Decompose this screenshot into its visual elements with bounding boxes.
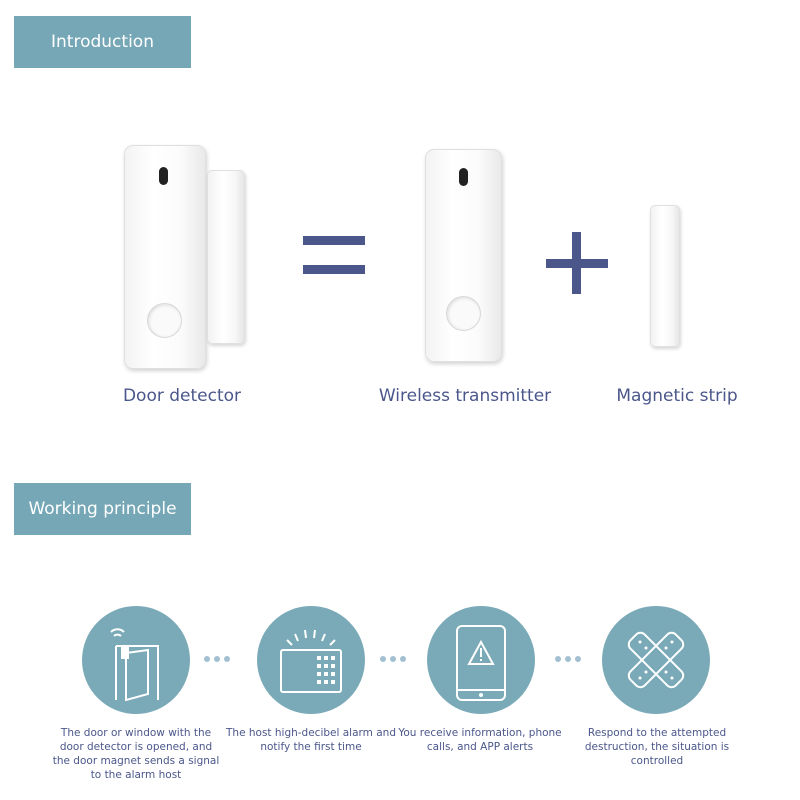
magnetic-strip-label: Magnetic strip xyxy=(616,386,738,406)
magnetic-strip-image xyxy=(650,205,680,347)
step-4-text: Respond to the attempted destruction, th… xyxy=(584,727,730,767)
separator-dots xyxy=(204,656,234,664)
step-2-circle xyxy=(257,606,365,714)
bandage-icon xyxy=(627,631,685,689)
phone-alert-icon xyxy=(456,625,506,701)
separator-dots xyxy=(380,656,410,664)
door-detector-label: Door detector xyxy=(122,386,242,406)
door-signal-icon xyxy=(110,628,159,702)
working-principle-heading: Working principle xyxy=(14,483,191,535)
alarm-host-icon xyxy=(280,629,342,693)
introduction-heading: Introduction xyxy=(14,16,191,68)
step-3-circle xyxy=(427,606,535,714)
step-1-circle xyxy=(82,606,190,714)
step-1-text: The door or window with the door detecto… xyxy=(52,727,220,781)
step-4-circle xyxy=(602,606,710,714)
step-2-text: The host high-decibel alarm and notify t… xyxy=(226,727,396,753)
step-3-text: You receive information, phone calls, an… xyxy=(398,727,562,753)
wireless-transmitter-image xyxy=(425,149,502,362)
separator-dots xyxy=(555,656,585,664)
wireless-transmitter-label: Wireless transmitter xyxy=(378,386,552,406)
